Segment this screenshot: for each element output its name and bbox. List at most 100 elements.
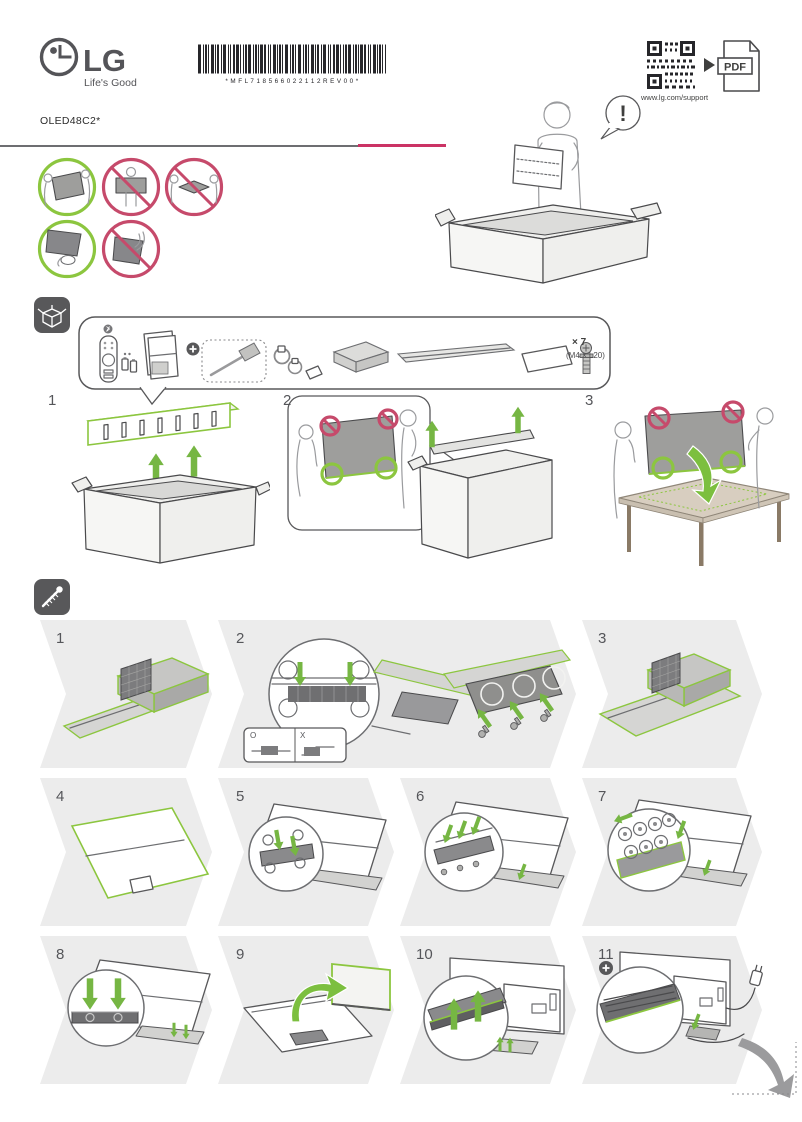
grip-prohibited-circle xyxy=(647,400,745,430)
accessories-bubble xyxy=(78,316,611,406)
screwdriver-icon xyxy=(186,339,267,383)
divider-rule-pink xyxy=(358,144,446,147)
assembly-step-number: 2 xyxy=(236,630,245,647)
unbox-section-icon xyxy=(34,297,70,333)
stand-assembled-illustration xyxy=(598,652,742,737)
unpack-step-number: 3 xyxy=(585,392,594,409)
lift-panel-detail xyxy=(296,408,417,509)
ok-label: O xyxy=(250,731,256,740)
stand-parts-illustration xyxy=(62,657,210,739)
assembly-step-number: 4 xyxy=(56,788,65,805)
green-up-arrow-icon xyxy=(148,453,164,485)
card-icon xyxy=(521,345,573,373)
read-guide-illustration: ! xyxy=(435,95,662,284)
press-screen-prohibited-icon xyxy=(101,219,161,279)
brand-text: LG xyxy=(83,43,126,78)
green-curve-arrow-icon xyxy=(290,972,350,1023)
green-down-arrow-icon xyxy=(294,662,306,686)
green-up-arrow-icon xyxy=(470,990,486,1022)
unpack-step3-illustration xyxy=(613,400,790,566)
manuals-icon xyxy=(143,330,179,380)
ok-ng-compare-box: O X xyxy=(243,727,347,763)
stand-base-blade-icon xyxy=(396,343,516,363)
panel-in-box xyxy=(407,429,553,559)
carry-ok-icon xyxy=(37,157,97,217)
green-down-arrow-icon xyxy=(170,1022,178,1038)
green-arrow-icon xyxy=(539,693,555,713)
support-block: PDF xyxy=(647,40,760,92)
tv-panel xyxy=(644,409,746,475)
pdf-file-icon: PDF xyxy=(717,40,760,92)
carton-box xyxy=(71,474,270,564)
screw-positions-illustration xyxy=(607,799,752,892)
wall-corner-dotted-line xyxy=(732,1042,797,1095)
green-arrow-icon xyxy=(691,1013,701,1030)
lg-logo-symbol-icon xyxy=(39,37,79,77)
screw-hole-circles xyxy=(617,812,677,860)
green-up-arrow-icon xyxy=(425,420,439,448)
plus-circle-icon xyxy=(599,961,613,975)
assembly-step-number: 3 xyxy=(598,630,607,647)
support-url: www.lg.com/support xyxy=(641,93,709,102)
lg-logo: LG Life's Good xyxy=(39,37,137,89)
carry-alone-prohibited-icon xyxy=(101,157,161,217)
screw-icon xyxy=(579,342,594,374)
assembly-step-number: 5 xyxy=(236,788,245,805)
green-down-arrow-icon xyxy=(344,662,356,686)
bubble-tail xyxy=(139,386,167,406)
model-number: OLED48C2* xyxy=(40,115,101,127)
grip-prohibited-circle xyxy=(319,408,399,437)
barcode: * M F L 7 1 8 5 6 6 0 2 2 1 1 2 R E V 0 … xyxy=(198,44,386,85)
green-down-arrow-icon xyxy=(110,978,126,1010)
magnifier-detail xyxy=(268,638,380,750)
screw-spec-label: (M4 × L20) xyxy=(566,351,605,360)
unpack-step1-illustration xyxy=(71,402,270,564)
green-down-arrow-icon xyxy=(182,1024,190,1040)
unpack-step2-illustration xyxy=(287,395,553,559)
protective-sheet-illustration xyxy=(70,807,210,899)
carry-flat-prohibited-icon xyxy=(164,157,224,217)
lay-panel-figures xyxy=(613,407,774,519)
screws xyxy=(440,860,480,876)
green-arrow-icon xyxy=(470,816,482,836)
unpack-step-number: 2 xyxy=(283,392,292,409)
handling-warnings xyxy=(37,157,224,279)
fasten-stand-illustration xyxy=(424,801,569,892)
alert-speech-bubble: ! xyxy=(600,95,641,140)
grip-ok-circle xyxy=(719,450,743,474)
grip-ok-circle xyxy=(651,456,675,480)
divider-rule xyxy=(0,145,358,147)
grip-ok-circle xyxy=(374,456,398,480)
insert-stand-illustration xyxy=(248,803,387,892)
assembly-step-number: 11 xyxy=(598,946,614,963)
foam-tray xyxy=(86,402,240,446)
arrow-right-icon xyxy=(704,58,715,72)
grip-ok-circle xyxy=(320,462,344,486)
green-arrow-icon xyxy=(477,709,493,729)
green-up-arrow-icon xyxy=(186,445,202,477)
green-up-arrow-icon xyxy=(496,1036,504,1052)
cable-cover-illustration xyxy=(423,957,565,1061)
green-down-arrow-icon xyxy=(289,835,300,857)
screw-count-label: × 7 xyxy=(572,337,587,348)
green-curve-arrow-icon xyxy=(686,445,723,505)
gray-curve-arrow-icon xyxy=(738,1038,794,1098)
green-up-arrow-icon xyxy=(506,1037,514,1053)
barcode-text: * M F L 7 1 8 5 6 6 0 2 2 1 1 2 R E V 0 … xyxy=(225,78,358,85)
green-down-arrow-icon xyxy=(273,829,284,851)
open-carton-box xyxy=(435,202,662,284)
assembly-step-number: 9 xyxy=(236,946,245,963)
green-down-arrow-icon xyxy=(82,978,98,1010)
pdf-label: PDF xyxy=(724,62,746,74)
assembly-step-number: 8 xyxy=(56,946,65,963)
green-arrow-icon xyxy=(613,812,633,824)
unpack-step-number: 1 xyxy=(48,392,57,409)
stand-attach-illustration: O X xyxy=(243,638,572,763)
green-arrow-icon xyxy=(675,820,687,840)
remote-control-icon xyxy=(99,324,118,383)
green-arrow-icon xyxy=(456,820,468,840)
green-up-arrow-icon xyxy=(446,998,462,1030)
qr-code-icon xyxy=(647,41,695,89)
grip-edge-ok-icon xyxy=(37,219,97,279)
